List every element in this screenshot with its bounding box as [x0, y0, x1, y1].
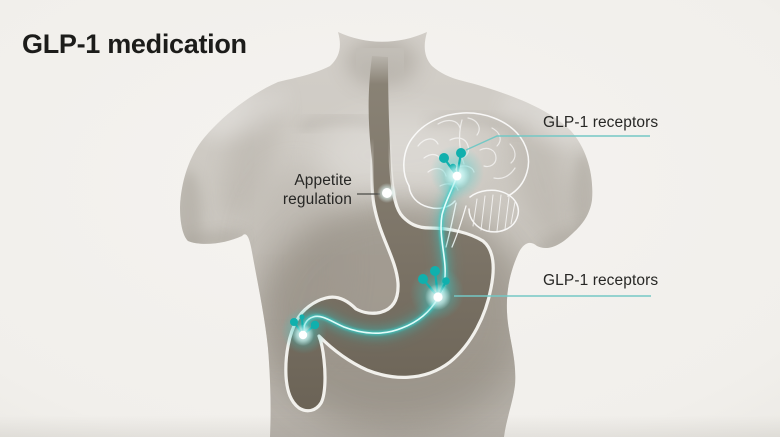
receptor-dot: [439, 153, 449, 163]
label-appetite-regulation: Appetite regulation: [252, 171, 352, 209]
receptor-center: [433, 292, 443, 302]
receptor-dot: [430, 266, 440, 276]
receptor-cluster-brain: [430, 145, 484, 199]
receptor-center: [298, 330, 308, 340]
brain-cerebrum-outline: [403, 112, 530, 197]
brain-callout-line: [465, 135, 650, 151]
label-brain-receptors: GLP-1 receptors: [543, 114, 659, 131]
label-appetite-line2: regulation: [282, 191, 352, 208]
cerebellum-hatching: [472, 194, 516, 232]
neck-slit-fade: [356, 48, 404, 84]
receptor-dot: [418, 274, 428, 284]
label-stomach-receptors: GLP-1 receptors: [543, 272, 659, 289]
bottom-shade: [0, 415, 780, 437]
receptor-dot: [310, 320, 320, 330]
brain-cerebellum: [468, 189, 520, 233]
receptor-dot: [456, 148, 466, 158]
brain-outline-icon: [403, 112, 530, 248]
callout-lines: [357, 135, 651, 297]
receptor-dot: [442, 277, 450, 285]
receptor-cluster-stomach: [410, 266, 464, 320]
page-title: GLP-1 medication: [22, 29, 247, 59]
receptor-dot: [290, 318, 298, 326]
receptor-cluster-duodenum: [281, 308, 327, 354]
appetite-dot: [382, 188, 392, 198]
receptor-dot: [299, 314, 305, 320]
label-appetite-line1: Appetite: [294, 172, 352, 189]
receptor-center: [452, 171, 462, 181]
